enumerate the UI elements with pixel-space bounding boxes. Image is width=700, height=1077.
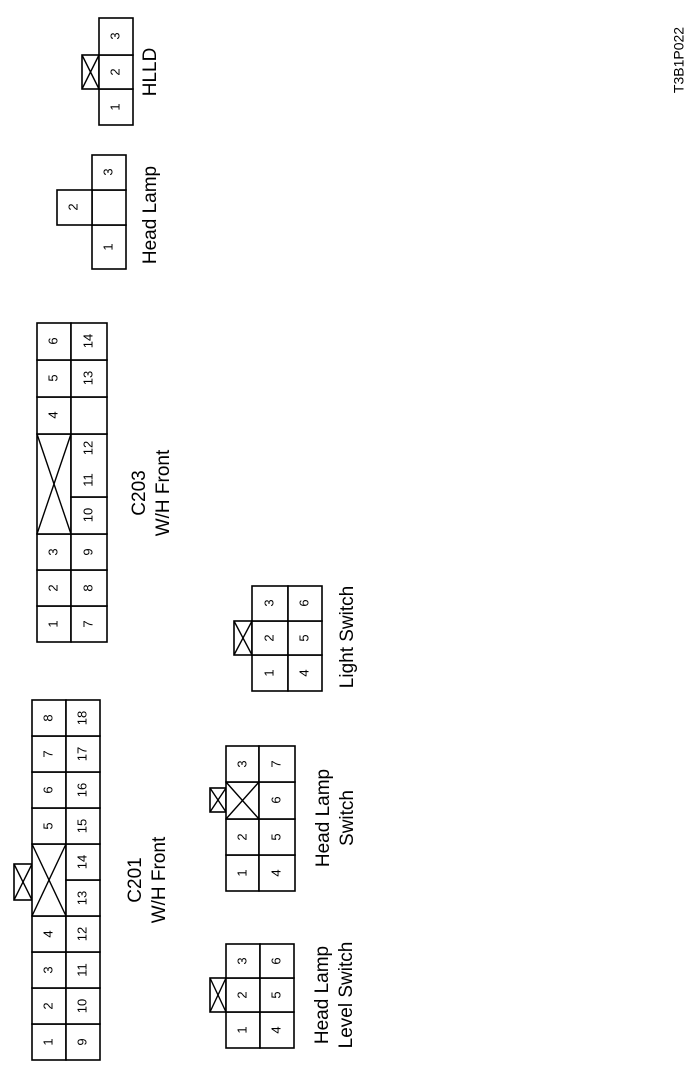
pin: 2 — [234, 833, 249, 840]
pin: 13 — [80, 371, 95, 385]
pin: 7 — [80, 620, 95, 627]
connector-head-lamp: 1 3 2 Head Lamp — [56, 154, 161, 270]
pin: 3 — [45, 548, 60, 555]
pin: 14 — [80, 334, 95, 348]
connector-sublabel: W/H Front — [153, 449, 174, 536]
figure-id: T3B1P022 — [671, 27, 687, 93]
pin: 3 — [107, 32, 122, 39]
pin: 9 — [80, 548, 95, 555]
pin: 14 — [74, 855, 89, 869]
pin: 2 — [234, 991, 249, 998]
pin: 1 — [100, 243, 115, 250]
connector-hlld: 1 2 3 HLLD — [81, 17, 161, 126]
pin: 5 — [296, 634, 311, 641]
connector-label: HLLD — [140, 48, 161, 97]
pin: 6 — [45, 337, 60, 344]
pin: 1 — [261, 669, 276, 676]
connector-label: Light Switch — [337, 586, 358, 688]
connector-head-lamp-level-switch: 1 2 3 4 5 6 Head Lamp Level Switch — [209, 942, 357, 1049]
pin: 8 — [40, 714, 55, 721]
connector-head-lamp-switch: 1 2 3 4 5 6 7 Head Lamp Switch — [209, 745, 358, 892]
pin: 6 — [40, 786, 55, 793]
connector-light-switch: 1 2 3 4 5 6 Light Switch — [233, 585, 358, 692]
pin: 13 — [74, 891, 89, 905]
pin: 7 — [40, 750, 55, 757]
pin: 2 — [45, 584, 60, 591]
pin: 11 — [74, 963, 89, 977]
pin: 4 — [40, 930, 55, 937]
pin: 2 — [40, 1002, 55, 1009]
pin: 7 — [268, 760, 283, 767]
connector-sublabel: Switch — [337, 790, 358, 846]
pin: 4 — [268, 869, 283, 876]
pin: 8 — [80, 584, 95, 591]
pin: 5 — [45, 374, 60, 381]
connector-c201: 1 2 3 4 5 6 7 8 9 10 11 12 13 14 15 16 1… — [13, 699, 170, 1061]
pin: 12 — [74, 927, 89, 941]
pin: 15 — [74, 819, 89, 833]
pin: 16 — [74, 783, 89, 797]
pin: 3 — [100, 168, 115, 175]
pin: 6 — [268, 957, 283, 964]
pin: 10 — [80, 508, 95, 522]
pin: 1 — [234, 1026, 249, 1033]
pin: 4 — [296, 669, 311, 676]
pin: 3 — [261, 599, 276, 606]
pin: 3 — [234, 957, 249, 964]
pin: 12 — [80, 441, 95, 455]
connector-label: Head Lamp — [312, 946, 333, 1044]
connector-c203: 1 2 3 4 5 6 7 8 9 10 11 12 13 14 C203 W/… — [36, 322, 174, 643]
pin: 1 — [107, 103, 122, 110]
pin: 17 — [74, 747, 89, 761]
connector-label: Head Lamp — [140, 166, 161, 264]
pin: 11 — [80, 473, 95, 487]
connector-label: C201 — [125, 857, 146, 902]
pin: 2 — [65, 203, 80, 210]
pin: 4 — [268, 1026, 283, 1033]
pin: 5 — [268, 991, 283, 998]
pin: 18 — [74, 711, 89, 725]
connector-sublabel: Level Switch — [336, 942, 357, 1049]
pin: 10 — [74, 999, 89, 1013]
pin: 6 — [296, 599, 311, 606]
pin: 3 — [40, 966, 55, 973]
pin: 1 — [40, 1038, 55, 1045]
pin: 5 — [268, 833, 283, 840]
connector-label: Head Lamp — [313, 769, 334, 867]
pin: 3 — [234, 760, 249, 767]
pin: 6 — [268, 796, 283, 803]
pin: 4 — [45, 411, 60, 418]
pin: 5 — [40, 822, 55, 829]
pin: 1 — [45, 620, 60, 627]
pin: 1 — [234, 869, 249, 876]
pin: 2 — [107, 68, 122, 75]
pin: 2 — [261, 634, 276, 641]
pin: 9 — [74, 1038, 89, 1045]
connector-sublabel: W/H Front — [149, 836, 170, 923]
connector-label: C203 — [129, 470, 150, 515]
